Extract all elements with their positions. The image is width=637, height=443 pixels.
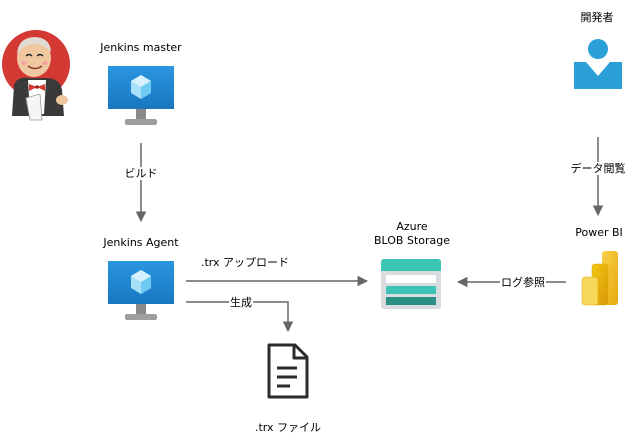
trx-file-label: .trx ファイル [254,421,322,434]
jenkins-logo-icon [0,24,76,126]
person-icon [572,38,624,94]
jenkins-agent-label: Jenkins Agent [103,236,179,249]
azure-storage-label-line1: Azure [396,220,428,233]
storage-account-icon [381,259,441,313]
generate-arrow [186,301,294,333]
jenkins-master-monitor-icon [107,65,175,133]
upload-edge-label: .trx アップロード [201,256,290,269]
power-bi-label: Power BI [575,226,623,239]
azure-storage-label-line2: BLOB Storage [373,234,451,247]
document-icon [266,342,310,404]
jenkins-master-label: Jenkins master [100,41,182,54]
build-edge-label: ビルド [123,167,159,180]
developer-label: 開発者 [580,11,614,24]
generate-edge-label: 生成 [229,296,253,309]
log-reference-edge-label: ログ参照 [500,276,546,289]
jenkins-agent-monitor-icon [107,260,175,328]
powerbi-icon [580,250,620,310]
view-data-edge-label: データ閲覧 [569,162,627,175]
